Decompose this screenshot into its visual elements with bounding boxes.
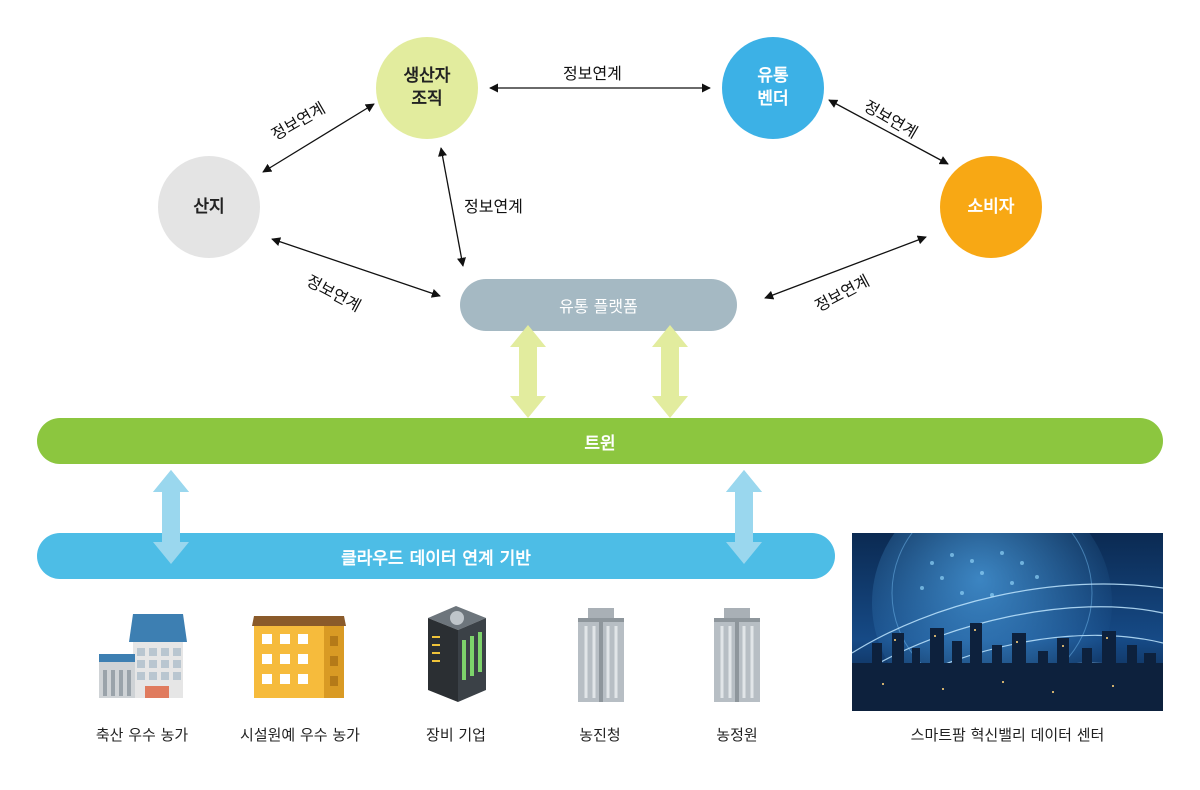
arrow-origin-producer: [262, 103, 375, 173]
source-label-rda: 농진청: [579, 726, 621, 744]
greenhouse-building-icon: [252, 616, 346, 698]
vendor-node: 유통 벤더: [722, 37, 824, 139]
source-label-epis: 농정원: [716, 726, 758, 744]
twin-bar: 트윈: [37, 418, 1163, 464]
platform-node: 유통 플랫폼: [460, 279, 737, 331]
cloud-bar: 클라우드 데이터 연계 기반: [37, 533, 835, 579]
producer-node: 생산자 조직: [376, 37, 478, 139]
office-tower-icon: [714, 608, 760, 702]
server-rack-icon: [428, 606, 486, 702]
source-label-livestock: 축산 우수 농가: [95, 726, 189, 744]
office-tower-icon: [578, 608, 624, 702]
origin-node: 산지: [158, 156, 260, 258]
arrow-vendor-consumer: [828, 99, 949, 165]
globe-city-network-image: [852, 533, 1163, 711]
livestock-farm-icon: [99, 614, 187, 698]
arrow-platform-consumer: [764, 235, 927, 300]
link-label-producer-platform: 정보연계: [464, 197, 523, 216]
arrow-origin-platform: [271, 237, 441, 298]
arrow-producer-platform: [438, 147, 466, 267]
consumer-node: 소비자: [940, 156, 1042, 258]
link-label-producer-vendor: 정보연계: [563, 64, 622, 83]
source-label-greenhouse: 시설원예 우수 농가: [240, 726, 360, 744]
source-label-equipment: 장비 기업: [426, 726, 486, 744]
arrow-platform-twin-left: [510, 325, 546, 418]
arrow-platform-twin-right: [652, 325, 688, 418]
data-center-label: 스마트팜 혁신밸리 데이터 센터: [910, 726, 1105, 744]
